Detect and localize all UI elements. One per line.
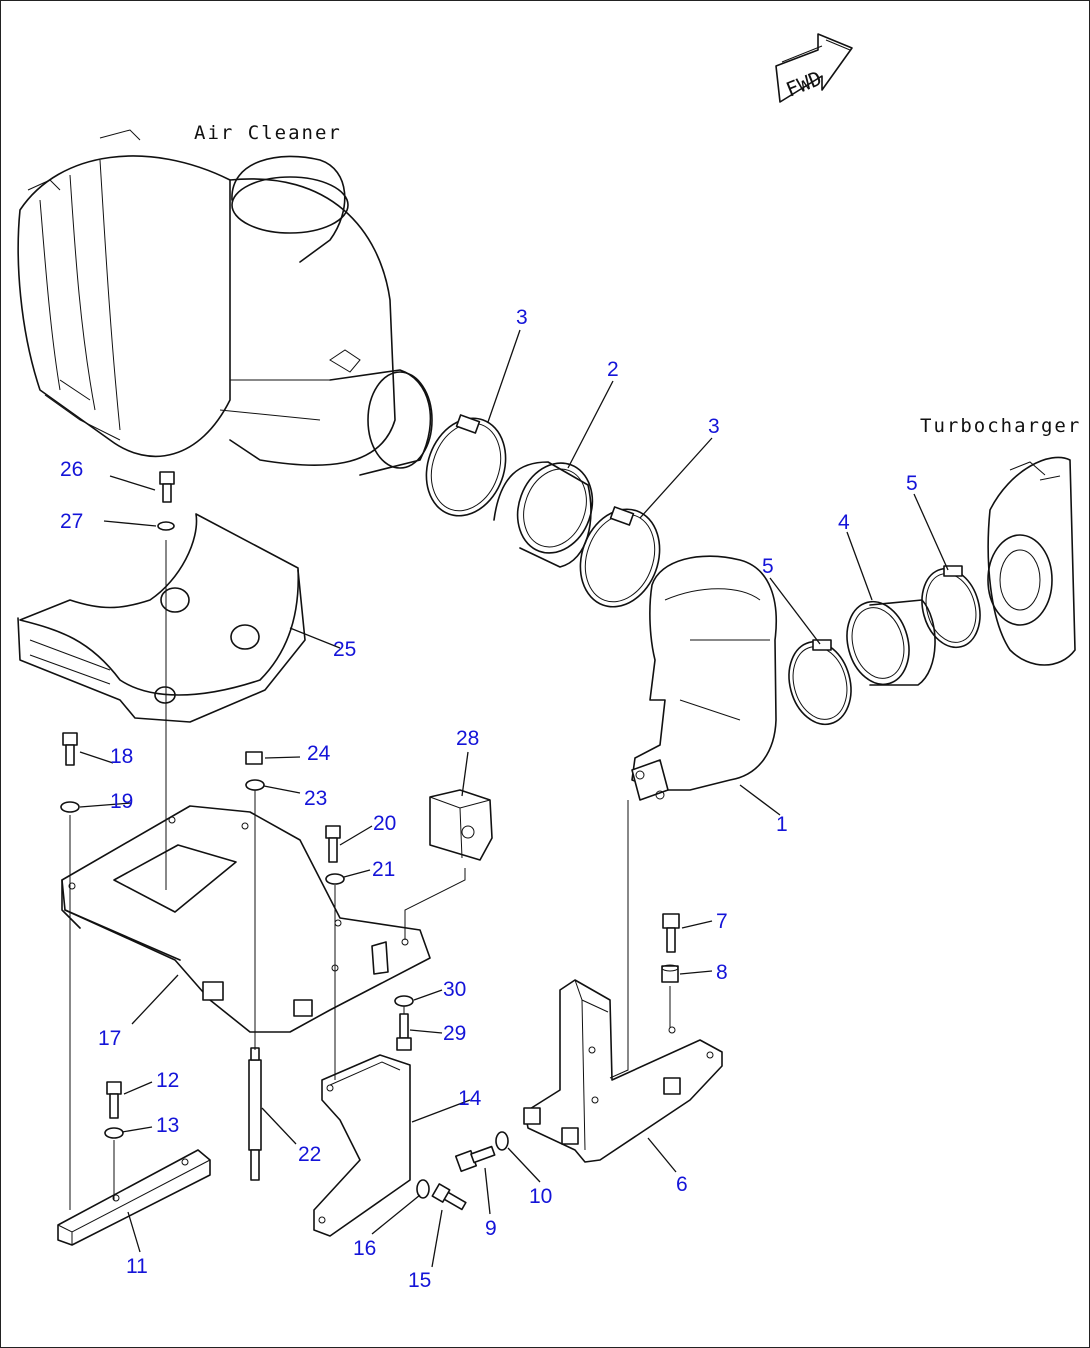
callout-30: 30 <box>443 978 466 1001</box>
forward-arrow-icon: FWD <box>775 33 853 103</box>
hose-clamp-3-left <box>425 414 507 517</box>
callout-7: 7 <box>716 910 728 933</box>
hose-clamp-5-left <box>788 639 852 726</box>
rod-22 <box>248 1047 262 1181</box>
bolt-29 <box>396 1013 412 1051</box>
callout-24: 24 <box>307 742 331 765</box>
washer-21 <box>325 873 345 885</box>
callout-29: 29 <box>443 1022 466 1045</box>
turbocharger-assembly <box>987 456 1076 666</box>
callout-25: 25 <box>333 638 356 661</box>
washer-16 <box>416 1179 430 1199</box>
washer-13 <box>104 1127 124 1139</box>
callout-19: 19 <box>110 790 133 813</box>
elbow-pipe-1 <box>631 555 778 801</box>
callout-15: 15 <box>408 1269 431 1292</box>
callout-5a: 5 <box>762 555 774 578</box>
callout-3b: 3 <box>708 415 720 438</box>
callout-3a: 3 <box>516 306 528 329</box>
alignment-lines <box>69 540 671 1210</box>
nut-24 <box>245 751 263 765</box>
callout-22: 22 <box>298 1143 321 1166</box>
callout-2: 2 <box>607 358 619 381</box>
callout-11: 11 <box>126 1255 148 1278</box>
callout-14: 14 <box>458 1087 482 1110</box>
bolt-20 <box>325 825 341 863</box>
callout-5b: 5 <box>906 472 918 495</box>
callout-12: 12 <box>156 1069 179 1092</box>
bracket-14 <box>313 1054 411 1237</box>
air-cleaner-caption: Air Cleaner <box>194 122 342 144</box>
callout-1: 1 <box>776 813 788 836</box>
callout-26: 26 <box>60 458 83 481</box>
callout-4: 4 <box>838 511 850 534</box>
callout-28: 28 <box>456 727 479 750</box>
spacer-8 <box>661 964 679 983</box>
support-bar-11 <box>57 1149 211 1246</box>
hose-2 <box>493 461 594 568</box>
hose-clamp-5-right <box>921 565 981 649</box>
callout-13: 13 <box>156 1114 179 1137</box>
callout-10: 10 <box>529 1185 552 1208</box>
washer-23 <box>245 779 265 791</box>
washer-30 <box>394 995 414 1007</box>
callout-20: 20 <box>373 812 396 835</box>
callout-23: 23 <box>304 787 327 810</box>
cover-25 <box>17 513 306 723</box>
washer-10 <box>495 1131 509 1151</box>
callout-16: 16 <box>353 1237 376 1260</box>
turbocharger-caption: Turbocharger <box>920 415 1081 437</box>
callout-9: 9 <box>485 1217 497 1240</box>
bolt-18 <box>62 732 78 766</box>
callout-6: 6 <box>676 1173 688 1196</box>
bolt-26 <box>159 471 175 503</box>
callout-18: 18 <box>110 745 133 768</box>
bolt-12 <box>106 1081 122 1119</box>
bolt-15 <box>431 1183 467 1211</box>
callout-21: 21 <box>372 858 395 881</box>
callout-27: 27 <box>60 510 83 533</box>
callout-8: 8 <box>716 961 728 984</box>
bolt-7 <box>662 913 680 953</box>
bracket-6 <box>523 979 723 1163</box>
callout-labels: 1 2 3 3 4 5 5 6 7 8 9 10 11 12 13 14 15 … <box>60 306 918 1292</box>
washer-19 <box>60 801 80 813</box>
air-cleaner-assembly <box>17 129 433 476</box>
washer-27 <box>157 521 175 531</box>
mounting-plate-17 <box>61 805 431 1033</box>
hose-clamp-3-right <box>579 506 661 608</box>
bracket-28 <box>429 789 493 861</box>
callout-17: 17 <box>98 1027 121 1050</box>
bolt-9 <box>454 1145 496 1173</box>
leader-lines <box>79 329 949 1268</box>
hose-4 <box>846 599 936 686</box>
